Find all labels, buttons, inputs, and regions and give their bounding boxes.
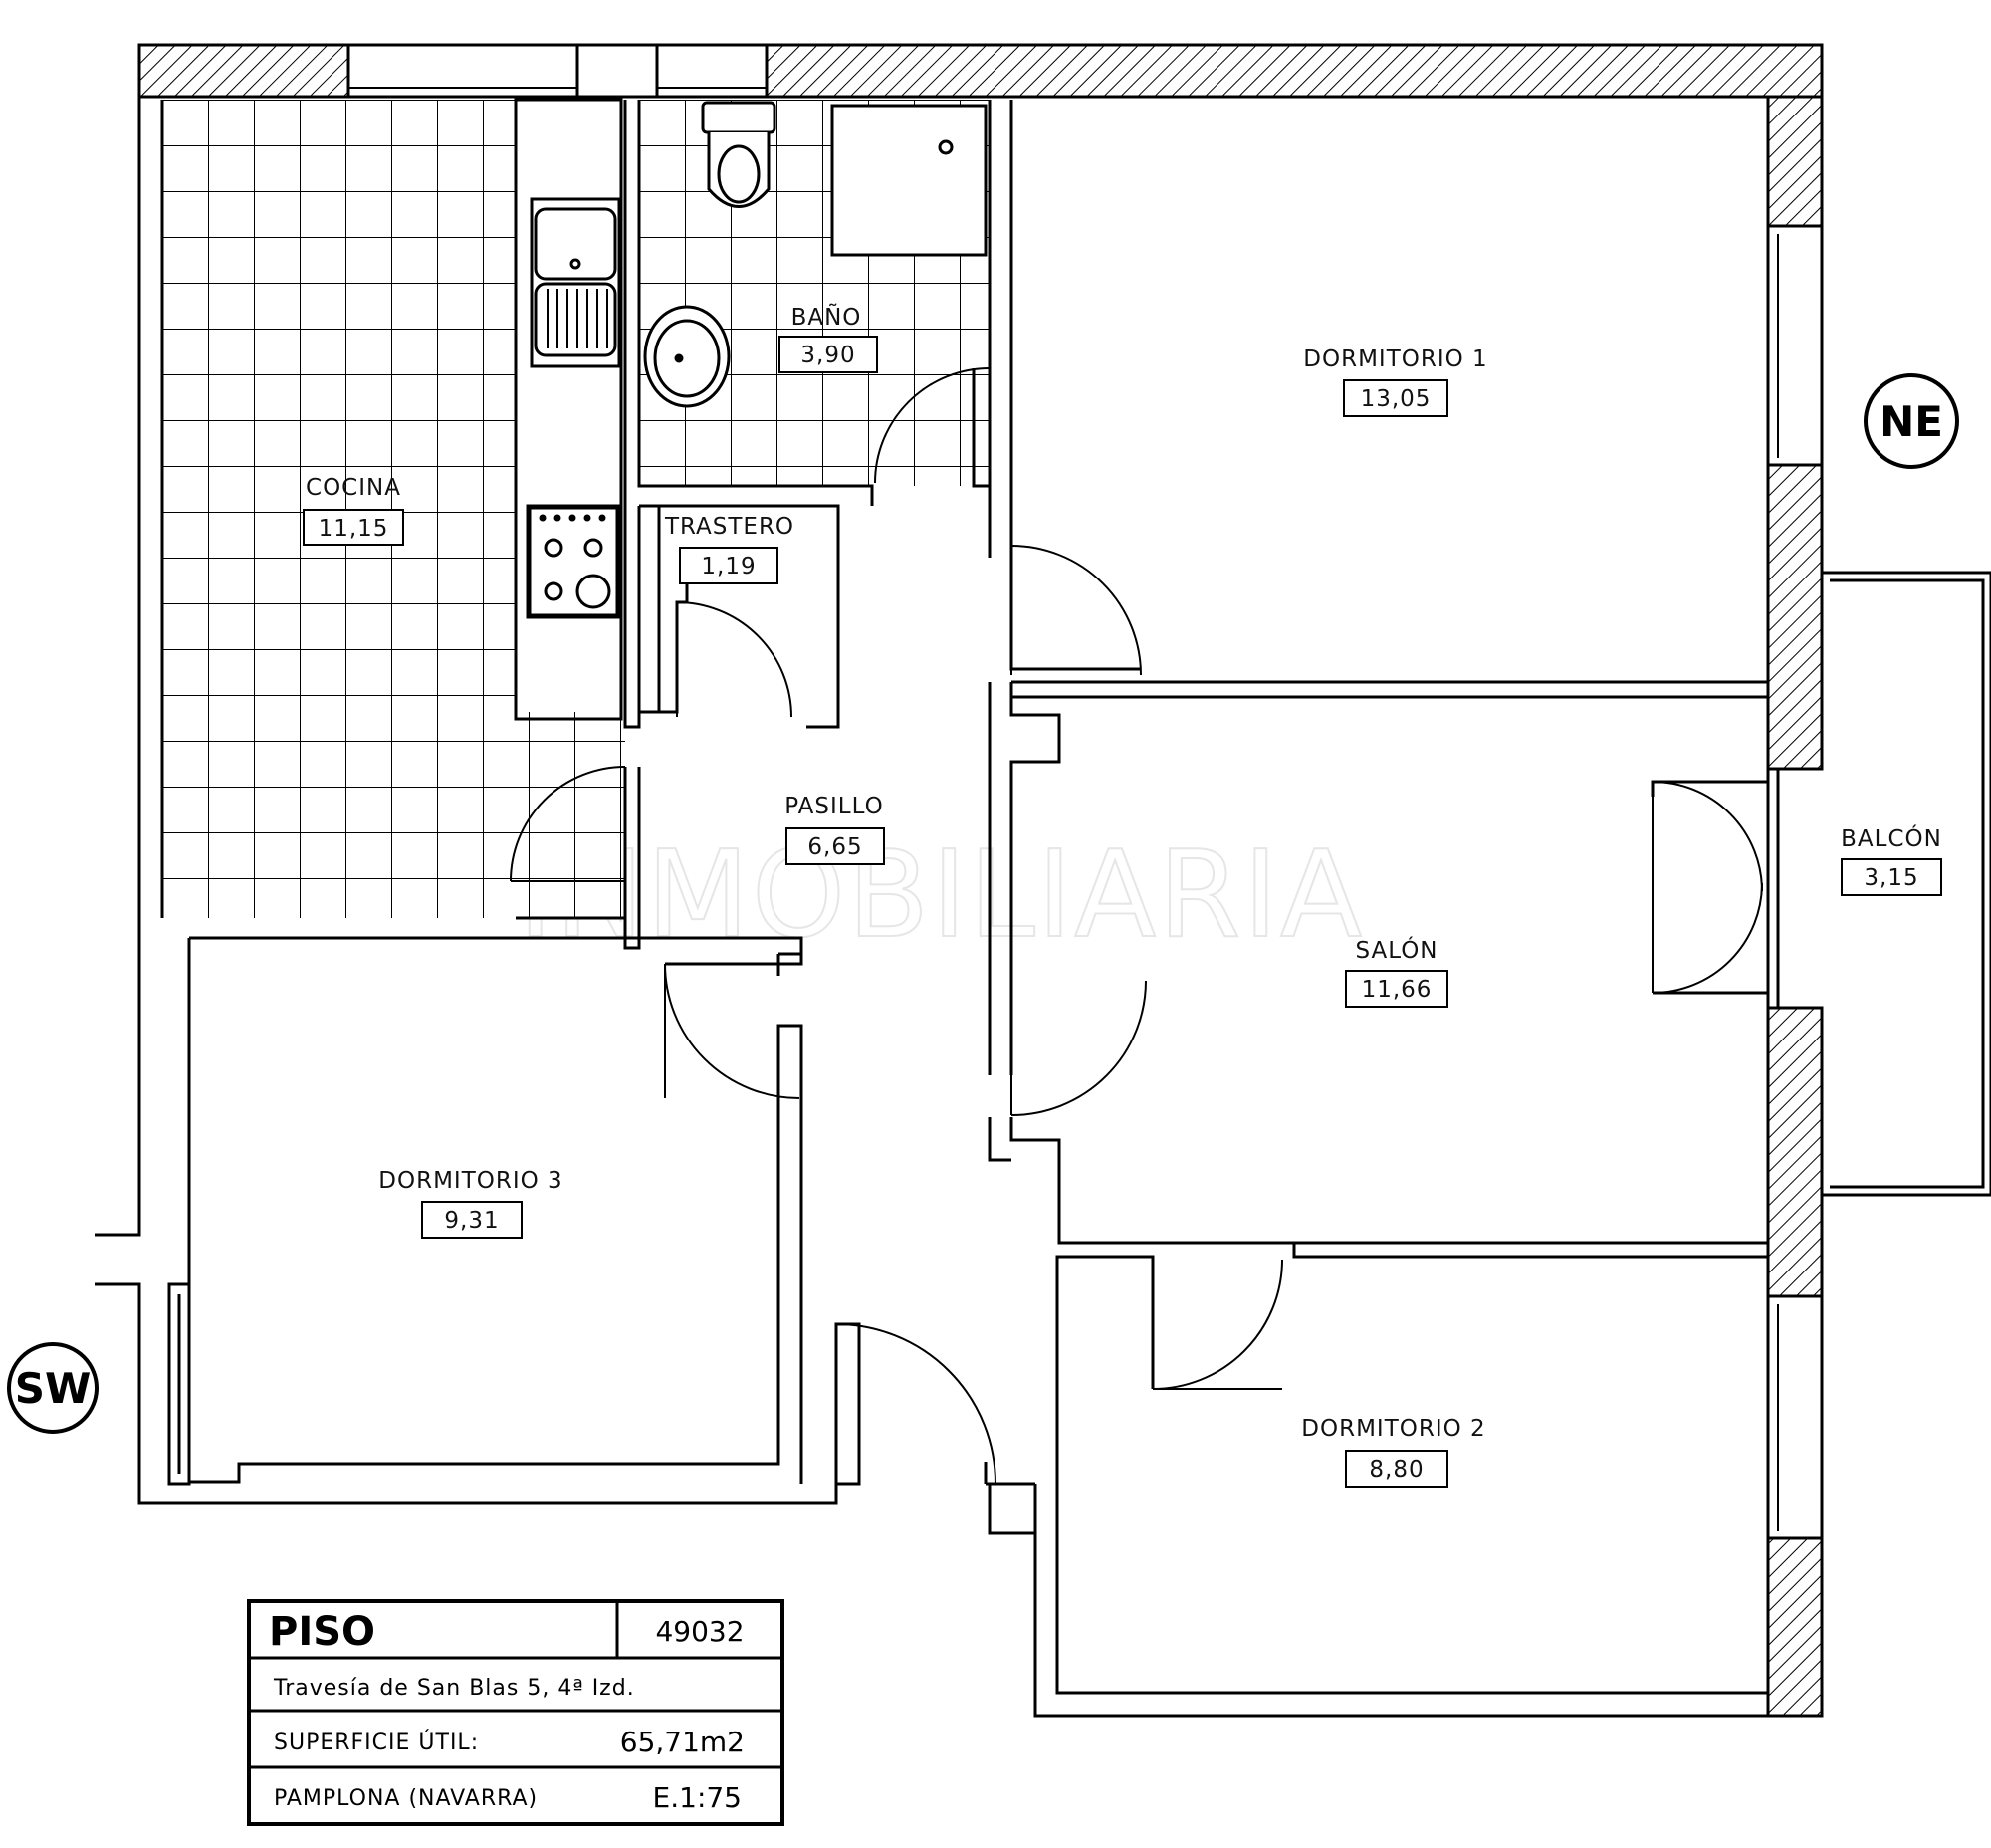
kitchen-sink (534, 207, 617, 357)
title-ref: 49032 (655, 1615, 744, 1648)
title-block: PISO 49032 Travesía de San Blas 5, 4ª Iz… (247, 1599, 784, 1826)
room-name-trastero: TRASTERO (664, 514, 794, 540)
kitchen-stove (528, 506, 619, 617)
room-name-salon: SALÓN (1355, 936, 1438, 964)
title-address: Travesía de San Blas 5, 4ª Izd. (273, 1676, 635, 1701)
room-name-cocina: COCINA (306, 475, 401, 501)
room-name-dormitorio3: DORMITORIO 3 (378, 1168, 562, 1194)
room-name-dormitorio1: DORMITORIO 1 (1303, 346, 1487, 372)
orientation-sw: SW (7, 1342, 99, 1434)
orientation-ne: NE (1864, 373, 1959, 469)
top-wall (137, 43, 1824, 99)
room-area-cocina: 11,15 (319, 516, 389, 542)
room-area-pasillo: 6,65 (807, 834, 862, 860)
room-area-bano: 3,90 (800, 343, 855, 368)
room-name-pasillo: PASILLO (784, 794, 883, 819)
room-area-salon: 11,66 (1362, 977, 1433, 1003)
right-wall (1766, 95, 1824, 1718)
room-labels: COCINA 11,15 BAÑO 3,90 TRASTERO 1,19 DOR… (303, 303, 1942, 1488)
room-name-bano: BAÑO (791, 303, 862, 331)
room-area-dormitorio3: 9,31 (444, 1208, 499, 1234)
room-name-dormitorio2: DORMITORIO 2 (1301, 1416, 1485, 1442)
room-name-balcon: BALCÓN (1841, 824, 1942, 852)
title-type: PISO (269, 1609, 375, 1655)
title-surface-label: SUPERFICIE ÚTIL: (274, 1730, 479, 1755)
svg-text:NE: NE (1880, 397, 1943, 446)
doors (510, 367, 1763, 1485)
sw-window (167, 1282, 191, 1486)
toilet (701, 101, 776, 208)
svg-text:SW: SW (15, 1364, 92, 1413)
room-area-trastero: 1,19 (701, 554, 756, 579)
kitchen-tiles-lower (516, 712, 625, 918)
room-area-dormitorio1: 13,05 (1361, 386, 1432, 412)
watermark: INMOBILIARIA (518, 826, 1364, 965)
title-scale: E.1:75 (653, 1781, 742, 1814)
room-area-dormitorio2: 8,80 (1369, 1457, 1424, 1483)
title-surface-value: 65,71m2 (620, 1726, 745, 1758)
title-city: PAMPLONA (NAVARRA) (274, 1786, 538, 1811)
room-area-balcon: 3,15 (1864, 865, 1918, 891)
washbasin (643, 305, 731, 408)
shower-tray (830, 104, 988, 257)
interior-walls (189, 98, 1991, 1535)
